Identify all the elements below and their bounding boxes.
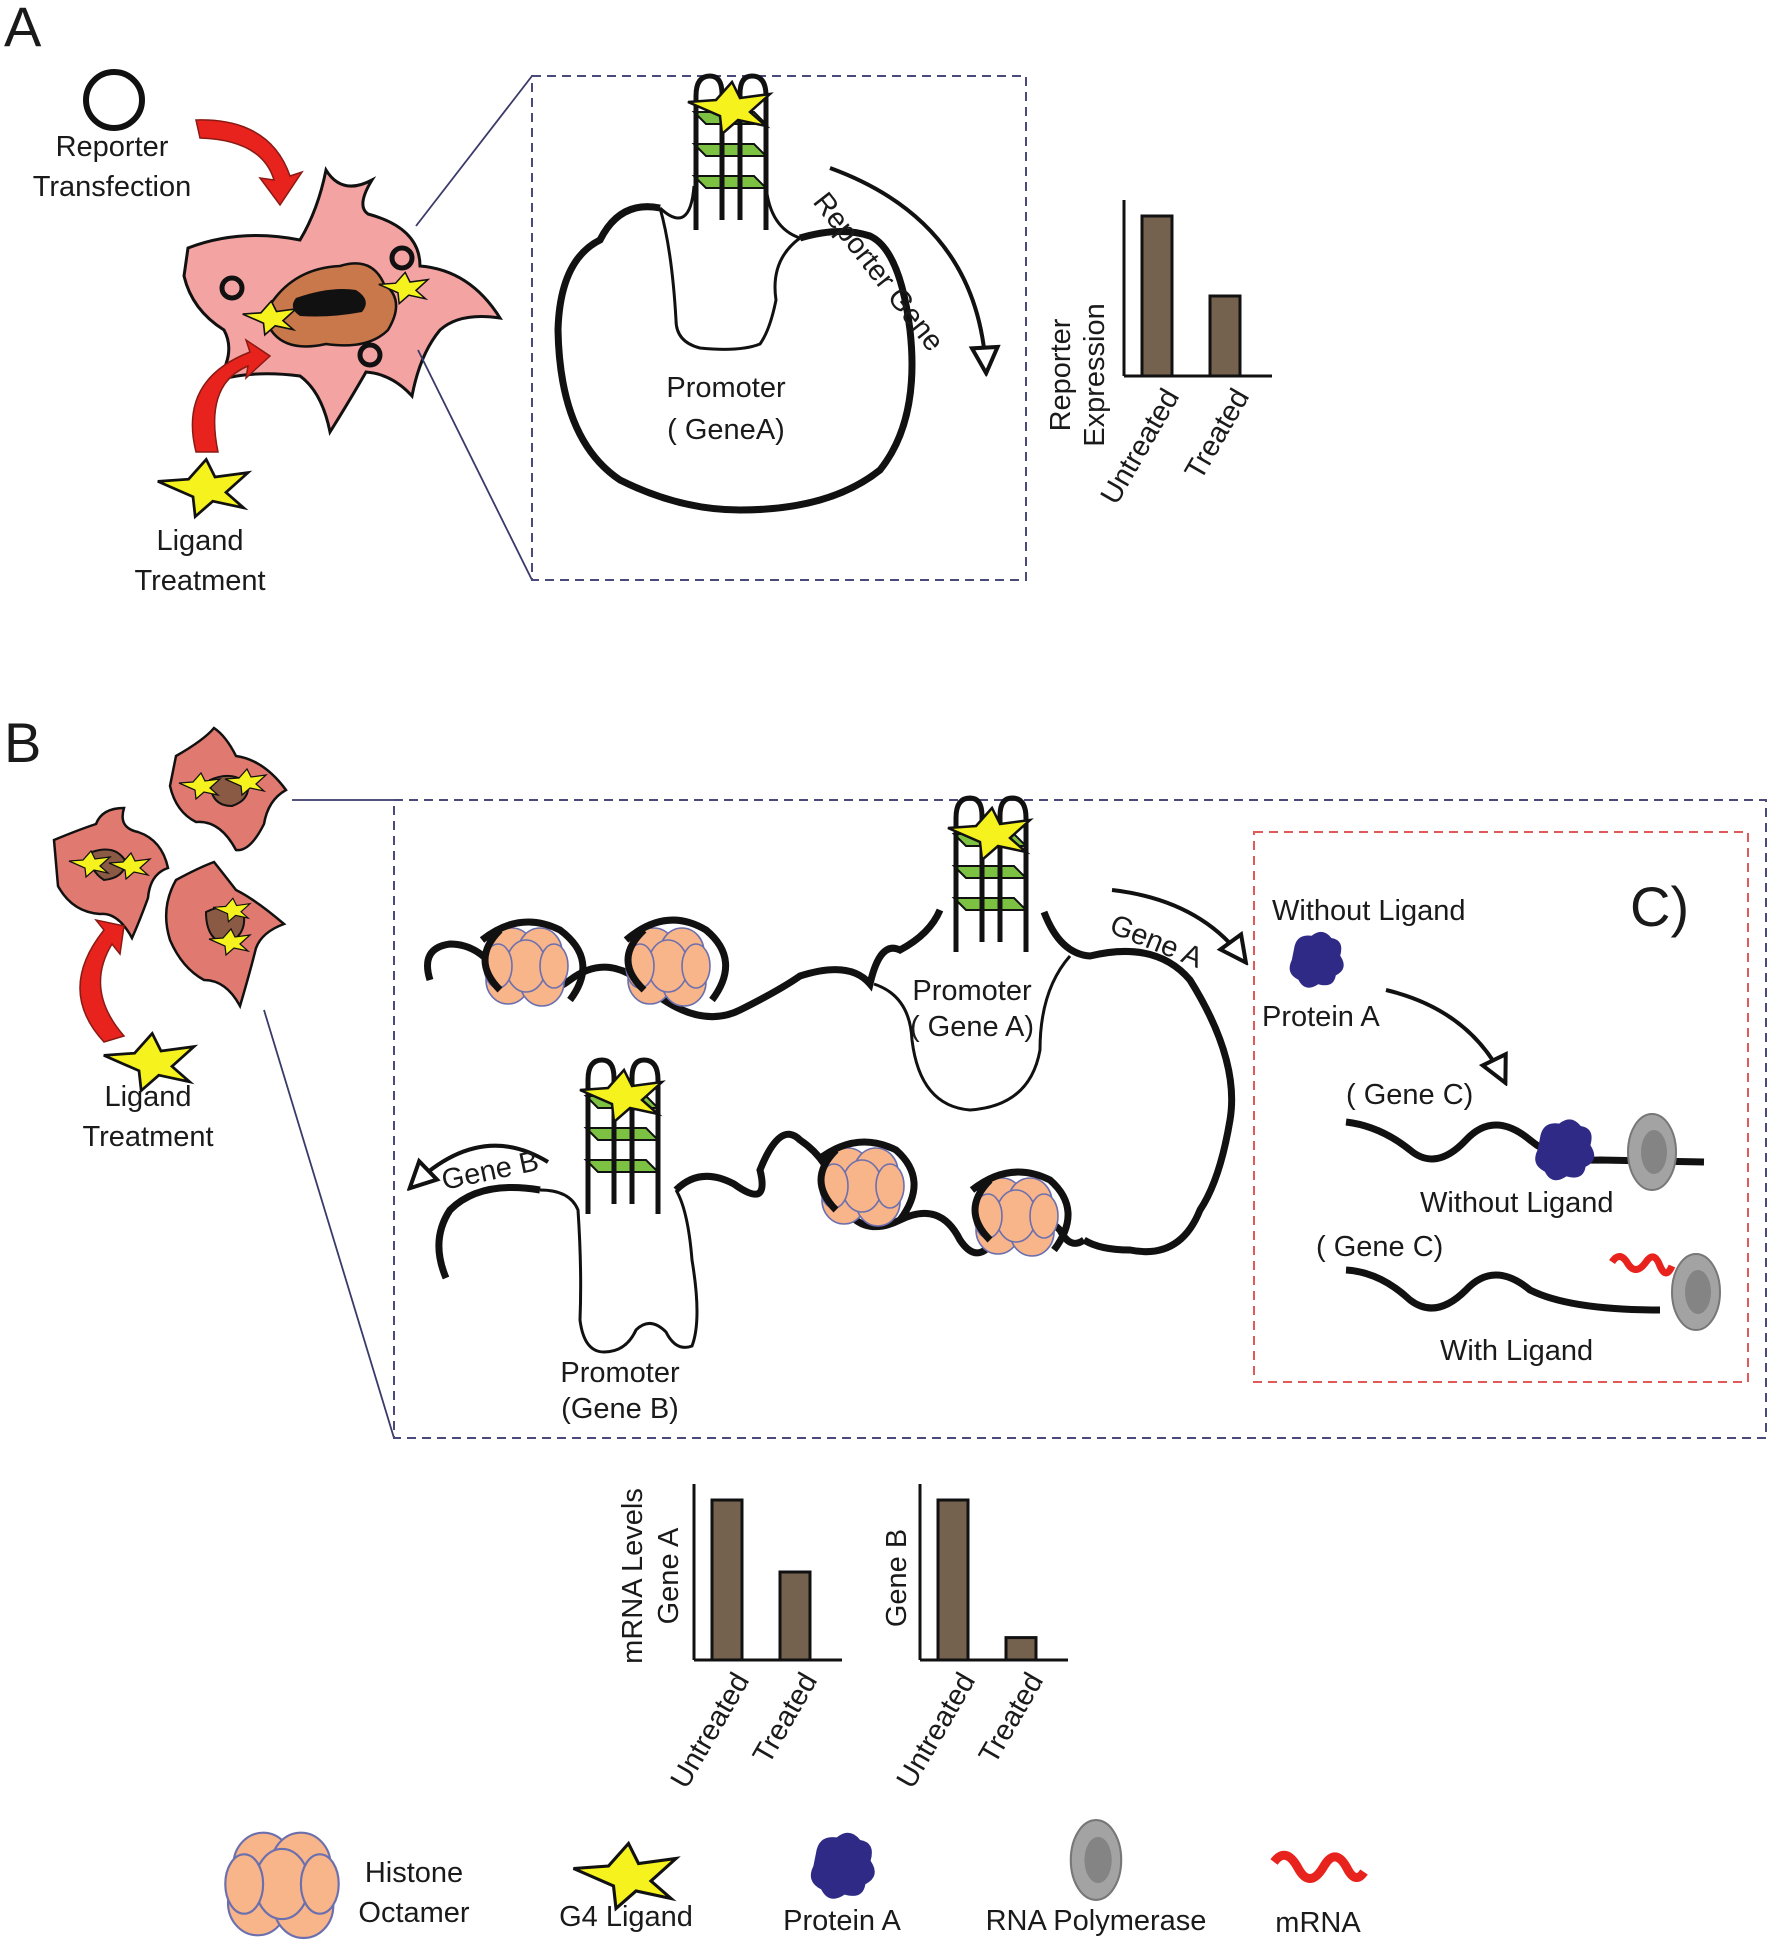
legend-polymerase-label: RNA Polymerase [986, 1905, 1207, 1937]
treated-cell-icon [164, 860, 287, 1010]
chart1-tick-treated: Treated [1179, 384, 1256, 486]
promoter-loop [658, 207, 801, 351]
panel-a-letter: A [4, 0, 42, 58]
reporter-gene-arrow [829, 166, 986, 370]
ligand-star-icon [686, 80, 772, 136]
chart1-ylabel-line1: ReporterExpression [1045, 303, 1111, 446]
panel-c-letter: C) [1630, 875, 1689, 938]
c-with-ligand: With Ligand [1440, 1335, 1593, 1367]
rna-polymerase-icon [1671, 1253, 1721, 1331]
dna-wrap [623, 916, 729, 1003]
plasmid-small-icon [357, 342, 383, 368]
chart1-bar-treated [1208, 294, 1242, 378]
dna-wrap [479, 918, 587, 1003]
protein-a-bound-icon [1535, 1119, 1595, 1181]
treated-cell-icon [52, 806, 170, 941]
promoter-b-label-line1: Promoter [560, 1357, 680, 1389]
ligand-arrow-icon [79, 918, 126, 1043]
plasmid-backbone [554, 203, 916, 514]
chart2-tick-untreated: Untreated [665, 1668, 756, 1794]
gene-a-label: Gene A [1105, 909, 1207, 975]
ligand-arrow-icon [191, 338, 272, 453]
chart3-bar-untreated [936, 1498, 970, 1662]
transfection-arrow-icon [195, 119, 304, 207]
reporter-gene-label: Reporter Gene [806, 187, 949, 358]
chart2-tick-treated: Treated [747, 1668, 824, 1770]
promoter-a-label-line2: ( Gene A) [910, 1011, 1034, 1043]
legend-g4-ligand-icon [571, 1841, 678, 1911]
chart3-tick-treated: Treated [973, 1668, 1050, 1770]
promoter-a-loop [873, 955, 1072, 1112]
plasmid-ring-icon [83, 69, 145, 131]
legend-g4-ligand-label: G4 Ligand [559, 1901, 693, 1933]
dna-wrap [815, 1138, 918, 1223]
reporter-expression-chart: ReporterExpression Untreated Treated [1045, 200, 1272, 510]
chart1-bar-untreated [1140, 214, 1174, 378]
legend-protein-a-label: Protein A [783, 1905, 901, 1937]
mrna-icon [1609, 1253, 1676, 1277]
c-without-ligand-bottom: Without Ligand [1420, 1187, 1613, 1219]
legend-histone-icon [224, 1831, 340, 1940]
chromatin-icon [292, 289, 366, 317]
c-gene-c-label-1: ( Gene C) [1346, 1079, 1473, 1111]
promoter-a-label-line1: Promoter [912, 975, 1032, 1007]
plasmid-small-icon [389, 245, 415, 271]
panel-a-zoom-box [531, 75, 1027, 581]
protein-binding-arrow [1385, 988, 1504, 1080]
chart2-bar-untreated [710, 1498, 744, 1662]
gene-a-arrow [1111, 888, 1244, 960]
c-protein-a-label: Protein A [1262, 1001, 1380, 1033]
ligand-label-line2: Treatment [134, 565, 265, 597]
histone-icon [819, 1147, 905, 1227]
b-ligand-label-line2: Treatment [82, 1121, 213, 1153]
legend-mrna-label: mRNA [1275, 1907, 1361, 1939]
reporter-label-line1: Reporter [56, 131, 169, 163]
zoom-line [263, 1009, 395, 1439]
gene-b-mrna-chart: Gene B Untreated Treated [881, 1484, 1068, 1794]
gene-c-strand-2 [1345, 1266, 1661, 1314]
legend-mrna-icon [1270, 1850, 1368, 1883]
ligand-label-line1: Ligand [156, 525, 243, 557]
ligand-star-icon [946, 806, 1032, 862]
ligand-star-icon [156, 458, 250, 518]
dna-wrap [969, 1168, 1072, 1253]
treated-cell-icon [168, 726, 288, 852]
legend-histone-line1: Histone [365, 1857, 463, 1889]
zoom-line [415, 75, 533, 227]
histone-icon [973, 1177, 1059, 1257]
chart2-bar-treated [778, 1570, 812, 1662]
c-gene-c-label-2: ( Gene C) [1316, 1231, 1443, 1263]
ligand-star-icon [578, 1068, 664, 1124]
promoter-label-line2: ( GeneA) [667, 414, 785, 446]
chart3-ylabel: Gene B [881, 1529, 913, 1627]
b-ligand-label-line1: Ligand [104, 1081, 191, 1113]
zoom-line [417, 349, 533, 581]
panel-b-letter: B [4, 711, 41, 774]
legend-histone-line2: Octamer [358, 1897, 470, 1929]
promoter-b-loop [539, 1188, 699, 1354]
legend-protein-a-icon [810, 1832, 875, 1899]
c-without-ligand-top: Without Ligand [1272, 895, 1465, 927]
legend-polymerase-icon [1069, 1819, 1123, 1901]
gene-b-arrow [412, 1143, 550, 1186]
reporter-label-line2: Transfection [33, 171, 192, 203]
histone-icon [483, 927, 569, 1007]
chart3-bar-treated [1004, 1636, 1038, 1662]
chart3-tick-untreated: Untreated [891, 1668, 982, 1794]
protein-a-icon [1289, 931, 1344, 988]
promoter-label-line1: Promoter [666, 372, 786, 404]
promoter-b-label-line2: (Gene B) [561, 1393, 679, 1425]
panel-c-box [1253, 831, 1749, 1383]
plasmid-small-icon [219, 275, 245, 301]
rna-polymerase-icon [1627, 1113, 1677, 1191]
